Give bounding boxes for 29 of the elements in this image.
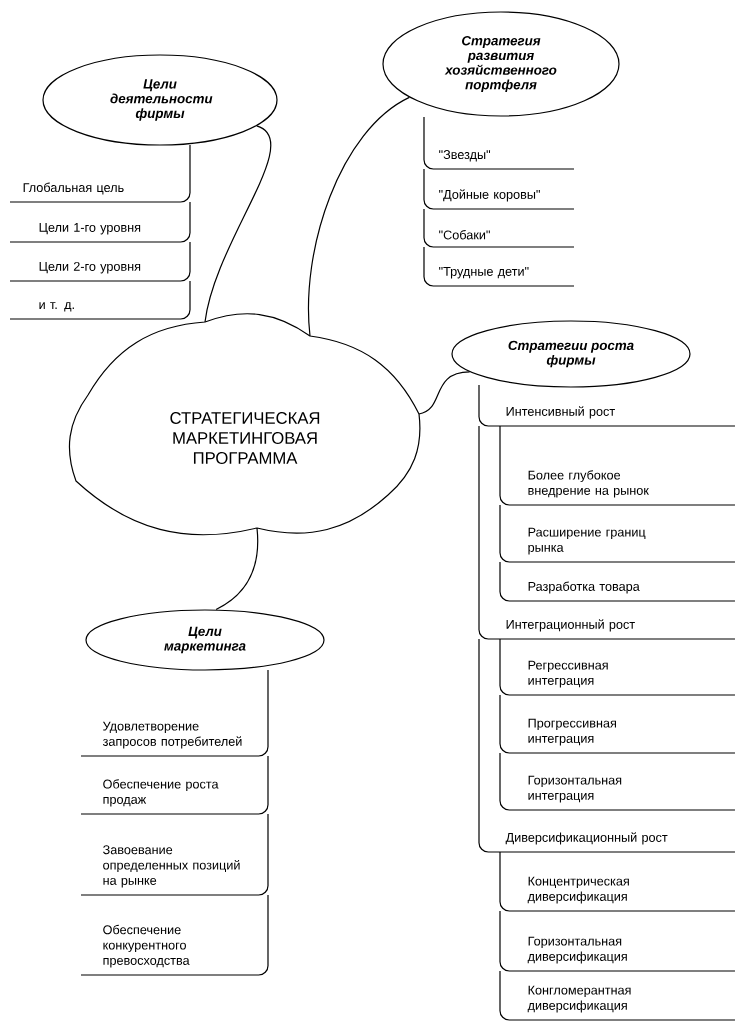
list-item: Горизонтальная интеграция [499,752,735,811]
list-item: "Собаки" [423,208,575,248]
list-item: и т. д. [9,280,191,320]
connector [215,527,259,611]
list-item: Удовлетворение запросов потребителей [80,669,269,757]
connector [418,371,471,415]
connector [204,125,272,323]
list-item: "Трудные дети" [423,246,575,287]
list-item: Цели 2-го уровня [9,241,191,282]
list-item: Более глубокое внедрение на рынок [499,425,735,506]
list-item: "Дойные коровы" [423,168,575,210]
list-item: Прогрессивная интеграция [499,694,735,754]
list-item: Диверсификационный рост [478,809,735,853]
list-item: Концентрическая диверсификация [499,851,735,912]
list-item: Горизонтальная диверсификация [499,910,735,972]
list-item: Конгломерантная диверсификация [499,970,735,1021]
connector [307,96,410,337]
list-item: Интеграционный рост [478,600,735,640]
star-shape: СТРАТЕГИЧЕСКАЯ МАРКЕТИНГОВАЯ ПРОГРАММА [68,313,421,536]
list-item: Регрессивная интеграция [499,638,735,696]
list-item: Интенсивный рост [478,384,735,427]
list-item: Обеспечение роста продаж [80,755,269,815]
list-item: Разработка товара [499,561,735,602]
list-item: "Звезды" [423,116,575,170]
list-item: Завоевание определенных позиций на рынке [80,813,269,896]
list-item: Глобальная цель [9,144,191,203]
list-item: Цели 1-го уровня [9,201,191,243]
list-item: Расширение границ рынка [499,504,735,563]
list-item: Обеспечение конкурентного превосходства [80,894,269,976]
